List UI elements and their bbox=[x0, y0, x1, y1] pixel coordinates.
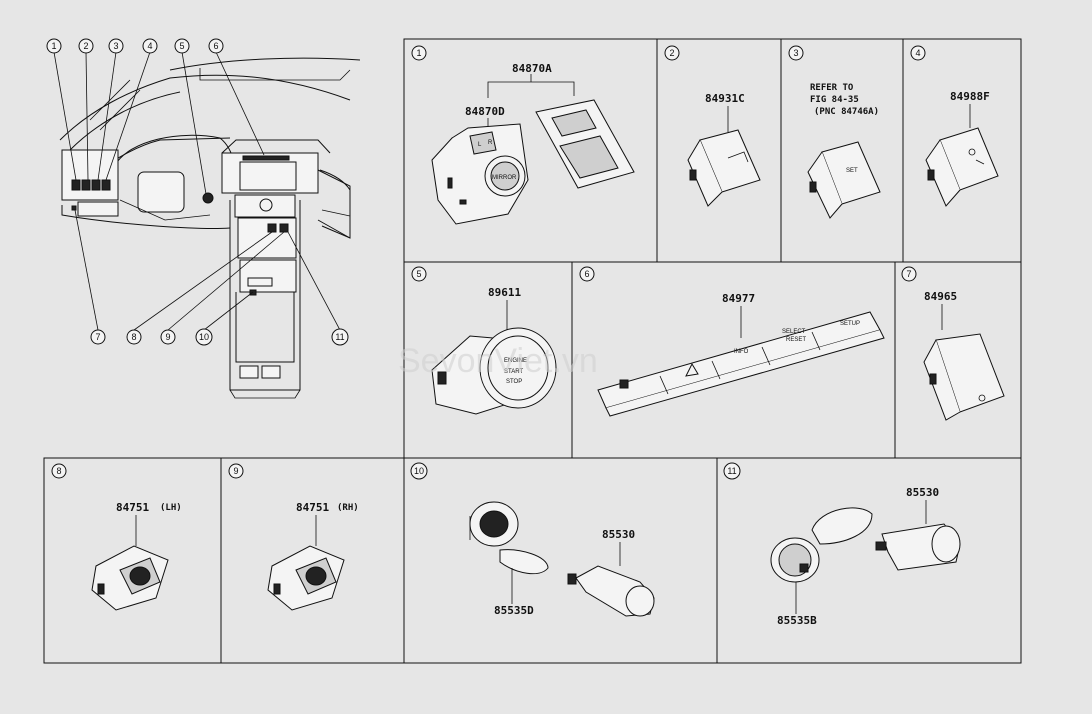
side-lh: (LH) bbox=[160, 503, 182, 513]
mirror-left-label: L bbox=[478, 142, 482, 148]
panel-6-num: 6 bbox=[584, 269, 589, 279]
panel-11-socket: 85530 85535B bbox=[770, 486, 961, 627]
callout-11: 11 bbox=[335, 332, 344, 342]
mirror-knob-label: MIRROR bbox=[492, 175, 517, 181]
panel-7-num: 7 bbox=[906, 269, 911, 279]
callout-1: 1 bbox=[51, 41, 56, 51]
callout-7: 7 bbox=[95, 332, 100, 342]
callout-6: 6 bbox=[213, 41, 218, 51]
part-84988F: 84988F bbox=[950, 90, 990, 103]
panel-1-num: 1 bbox=[416, 48, 421, 58]
panel-8-switch-lh: 84751 (LH) bbox=[91, 501, 182, 611]
side-rh: (RH) bbox=[337, 503, 359, 513]
part-84965: 84965 bbox=[924, 290, 957, 303]
panel-6-switch-strip: 84977 INFO SELECT RESET SETUP bbox=[597, 292, 885, 417]
panel-1-mirror-switch: 84870A 84870D L R MIRROR bbox=[431, 62, 635, 225]
panel-2-num: 2 bbox=[669, 48, 674, 58]
start-label: START bbox=[504, 369, 523, 375]
info-label: INFO bbox=[734, 349, 749, 355]
panel-3-num: 3 bbox=[793, 48, 798, 58]
part-84751-rh: 84751 bbox=[296, 501, 329, 514]
callout-4: 4 bbox=[147, 41, 152, 51]
panel-2-switch: 84931C bbox=[687, 92, 761, 207]
dashboard-overview: 1 2 3 4 5 6 7 8 9 10 11 bbox=[46, 38, 361, 399]
part-85530-a: 85530 bbox=[602, 528, 635, 541]
overview-callouts: 1 2 3 4 5 6 7 8 9 10 11 bbox=[46, 38, 349, 346]
panel-5-start-button: 89611 ENGINE START STOP bbox=[431, 286, 557, 415]
panel-9-switch-rh: 84751 (RH) bbox=[267, 501, 359, 611]
panel-grid bbox=[43, 38, 1022, 664]
callout-2: 2 bbox=[83, 41, 88, 51]
engine-label: ENGINE bbox=[504, 358, 527, 364]
part-84931C: 84931C bbox=[705, 92, 745, 105]
setup-label: SETUP bbox=[840, 321, 860, 327]
note-line-2: FIG 84-35 bbox=[810, 95, 859, 105]
stop-label: STOP bbox=[506, 379, 522, 385]
mirror-right-label: R bbox=[488, 140, 493, 146]
panel-3-refer: REFER TO FIG 84-35 (PNC 84746A) SET bbox=[807, 83, 881, 219]
note-line-3: (PNC 84746A) bbox=[814, 107, 879, 117]
panel-10-num: 10 bbox=[414, 466, 424, 476]
note-line-1: REFER TO bbox=[810, 83, 854, 93]
part-84751-lh: 84751 bbox=[116, 501, 149, 514]
part-85535B: 85535B bbox=[777, 614, 817, 627]
callout-5: 5 bbox=[179, 41, 184, 51]
callout-9: 9 bbox=[165, 332, 170, 342]
panel-8-num: 8 bbox=[56, 466, 61, 476]
callout-3: 3 bbox=[113, 41, 118, 51]
set-label: SET bbox=[846, 168, 858, 174]
part-84977: 84977 bbox=[722, 292, 755, 305]
callout-8: 8 bbox=[131, 332, 136, 342]
part-84870D: 84870D bbox=[465, 105, 505, 118]
panel-10-socket: 85530 85535D bbox=[469, 501, 655, 617]
callout-10: 10 bbox=[199, 332, 209, 342]
part-85535D: 85535D bbox=[494, 604, 534, 617]
part-89611: 89611 bbox=[488, 286, 521, 299]
reset-label: RESET bbox=[786, 337, 806, 343]
part-84870A: 84870A bbox=[512, 62, 552, 75]
part-85530-b: 85530 bbox=[906, 486, 939, 499]
panel-numbers: 1 2 3 4 5 6 7 8 9 10 11 bbox=[51, 45, 926, 480]
watermark: SevonViet.vn bbox=[398, 342, 598, 380]
select-label: SELECT bbox=[782, 329, 806, 335]
panel-5-num: 5 bbox=[416, 269, 421, 279]
panel-9-num: 9 bbox=[233, 466, 238, 476]
panel-4-switch: 84988F bbox=[925, 90, 999, 207]
panel-11-num: 11 bbox=[727, 466, 736, 476]
panel-7-switch: 84965 bbox=[923, 290, 1005, 421]
panel-4-num: 4 bbox=[915, 48, 920, 58]
